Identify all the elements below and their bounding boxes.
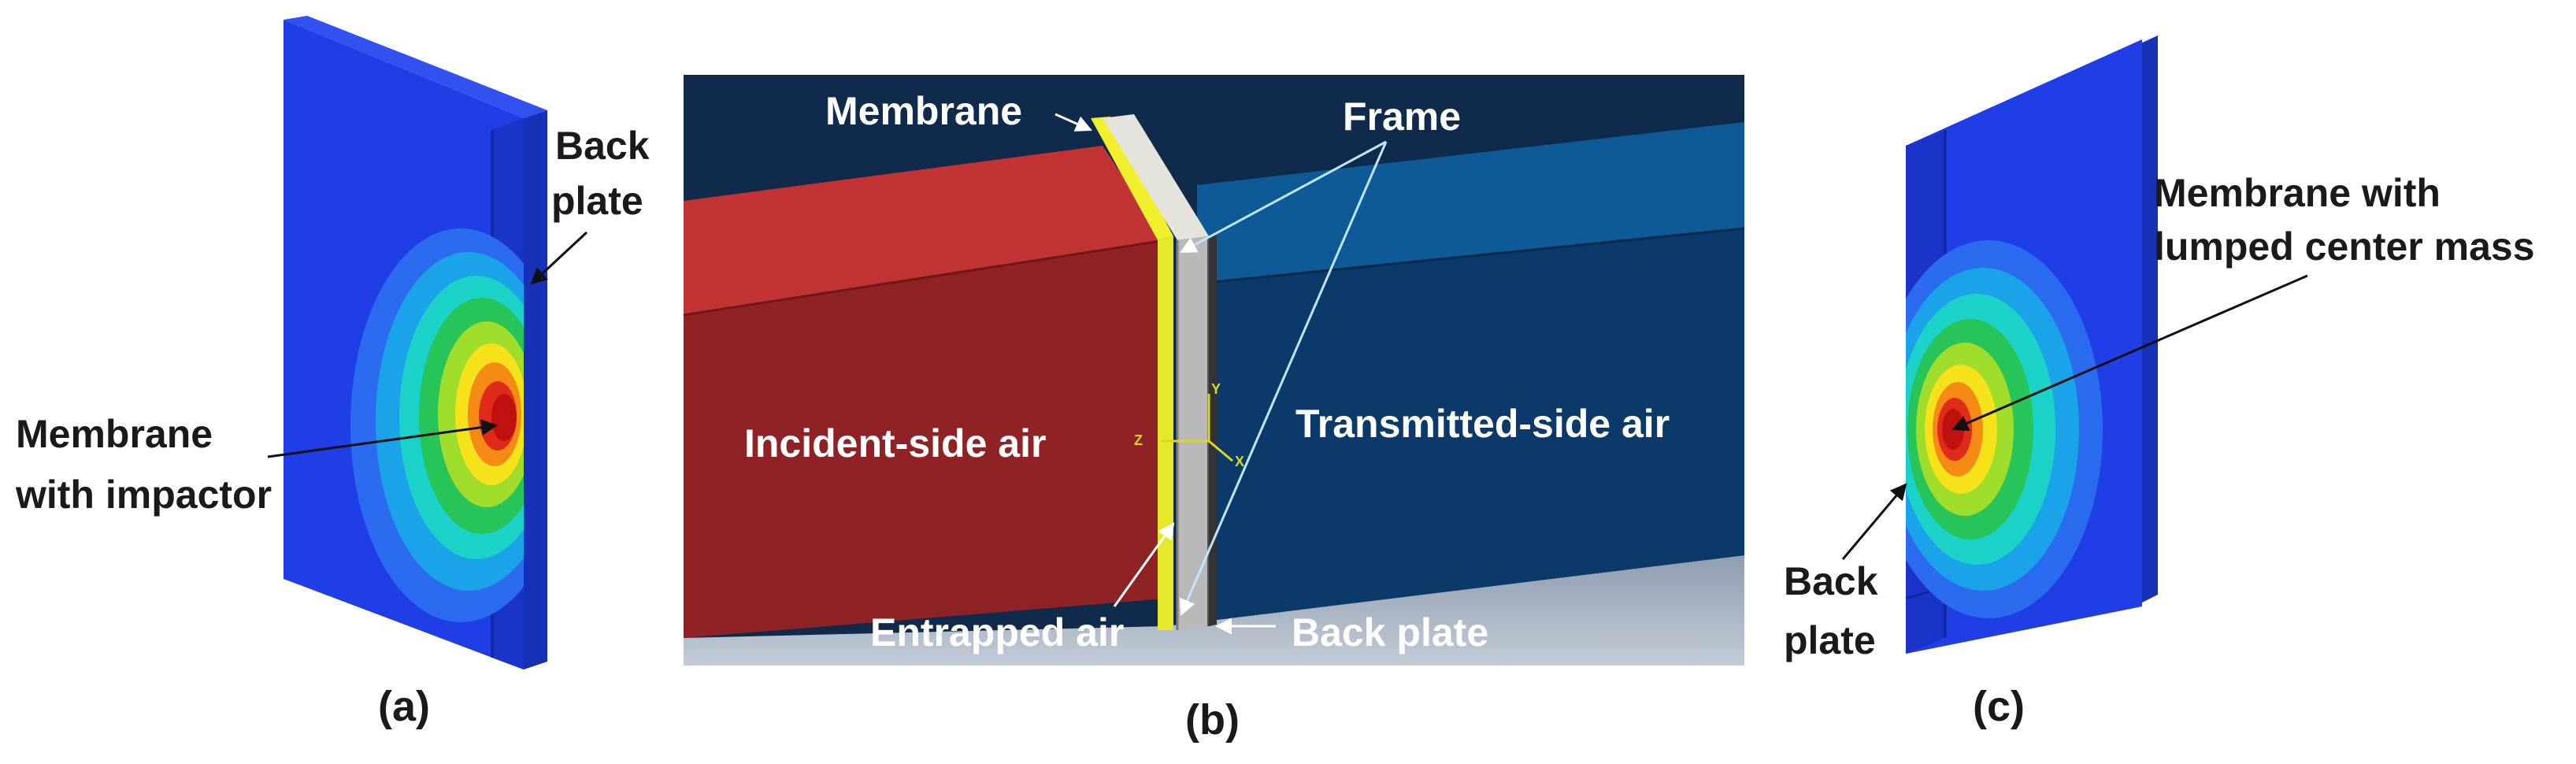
panel-a-impactor (491, 394, 517, 441)
panel-c-membrane-label-2: lumped center mass (2154, 224, 2535, 269)
panel-a-membrane-label-1: Membrane (16, 412, 213, 456)
panel-a-back-plate-label-2: plate (551, 179, 643, 223)
panel-b-frame-arrow-2 (1179, 141, 1388, 616)
panel-b-frame (1103, 114, 1217, 630)
panel-b-axis-triad: Y Z X (1134, 381, 1244, 469)
panel-c-displacement-contour (1906, 240, 2103, 618)
panel-a-back-plate-arrow (530, 231, 588, 285)
panel-b-caption: (b) (1185, 696, 1240, 744)
panel-c-caption: (c) (1973, 683, 2025, 730)
panel-a-membrane-arrow (267, 419, 499, 458)
panel-c-back-plate-label-2: plate (1784, 618, 1876, 662)
panel-b-floor (684, 555, 1744, 666)
panel-b-incident-air (683, 146, 1166, 638)
panel-b-entrapped-arrow (1113, 522, 1175, 607)
panel-b-membrane-arrow (1054, 113, 1092, 132)
panel-c-back-plate-arrow (1841, 483, 1907, 560)
panel-a-displacement-contour (350, 228, 524, 622)
panel-a-membrane-label-2: with impactor (15, 473, 272, 517)
panel-b-transmitted-air (1196, 122, 1745, 622)
panel-c: Membrane with lumped center mass Back pl… (1784, 35, 2535, 730)
panel-b: Y Z X Membrane Frame Incident-side air T… (683, 75, 1745, 744)
triad-y-label: Y (1211, 381, 1221, 397)
panel-b-back-plate-label: Back plate (1292, 610, 1488, 655)
panel-b-frame-arrow-1 (1180, 140, 1387, 254)
triad-x-label: X (1235, 454, 1244, 469)
panel-a: Back plate Membrane with impactor (a) (15, 16, 650, 730)
panel-c-membrane-label-1: Membrane with (2154, 171, 2441, 215)
panel-c-membrane-arrow (1951, 274, 2308, 432)
panel-b-incident-label: Incident-side air (744, 421, 1046, 465)
panel-b-transmitted-label: Transmitted-side air (1295, 402, 1670, 446)
triad-z-label: Z (1134, 432, 1143, 448)
panel-b-entrapped-label: Entrapped air (870, 610, 1124, 655)
panel-b-membrane-label: Membrane (825, 89, 1022, 133)
panel-a-back-plate-label-1: Back (555, 124, 650, 168)
panel-b-frame-label: Frame (1343, 95, 1461, 139)
panel-a-caption: (a) (378, 683, 430, 730)
panel-c-back-plate-label-1: Back (1784, 559, 1878, 603)
